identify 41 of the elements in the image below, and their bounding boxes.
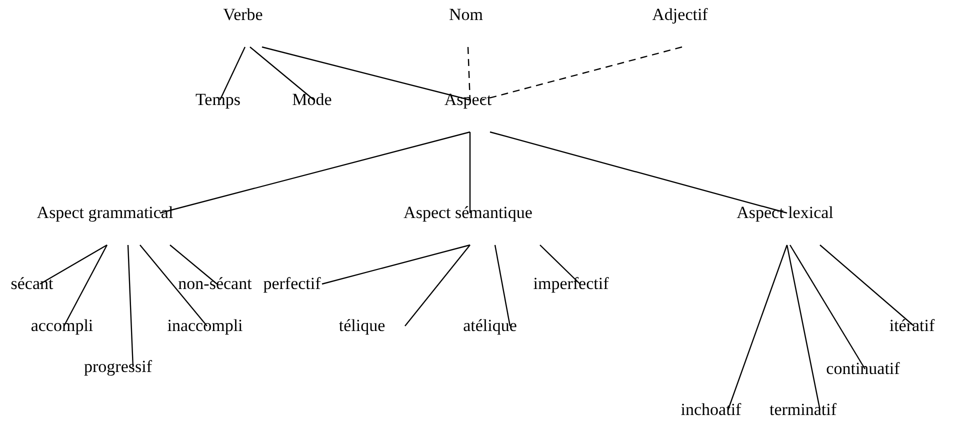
connector-line [469, 132, 471, 213]
node-label: télique [338, 310, 386, 342]
node-label: sécant [10, 268, 54, 300]
connector-line [322, 244, 470, 285]
connector-line [262, 46, 470, 101]
node-label: itératif [889, 310, 935, 342]
connector-line [63, 244, 108, 326]
node-label: accompli [30, 310, 94, 342]
node-label: Adjectif [652, 0, 708, 31]
node-label: Verbe [223, 0, 263, 31]
node-label: continuatif [826, 353, 900, 385]
dashed-line [467, 46, 471, 100]
dashed-line [482, 46, 682, 101]
node-label: inaccompli [167, 310, 243, 342]
connector-line [127, 244, 134, 368]
node-label: atélique [463, 310, 517, 342]
node-label: Nom [449, 0, 483, 31]
connector-line [404, 244, 470, 326]
node-label: imperfectif [533, 268, 609, 300]
connector-line [170, 244, 218, 284]
connector-line [40, 244, 108, 285]
node-label: progressif [84, 351, 152, 383]
connector-line [789, 244, 866, 370]
connector-line [250, 46, 314, 100]
connector-line [140, 244, 208, 326]
connector-line [820, 244, 914, 326]
node-label: terminatif [769, 394, 837, 426]
connector-line [490, 131, 788, 214]
node-label: Mode [292, 84, 332, 116]
connector-line [219, 46, 246, 100]
connector-line [540, 244, 580, 284]
node-label: Temps [195, 84, 241, 116]
node-label: Aspect sémantique [404, 197, 532, 229]
node-label: inchoatif [680, 394, 742, 426]
connector-line [494, 244, 511, 326]
node-label: perfectif [263, 268, 321, 300]
connector-line [727, 244, 788, 410]
node-label: non-sécant [178, 268, 252, 300]
node-label: Aspect grammatical [36, 197, 174, 229]
node-label: Aspect lexical [736, 197, 834, 229]
connector-line [160, 131, 470, 214]
